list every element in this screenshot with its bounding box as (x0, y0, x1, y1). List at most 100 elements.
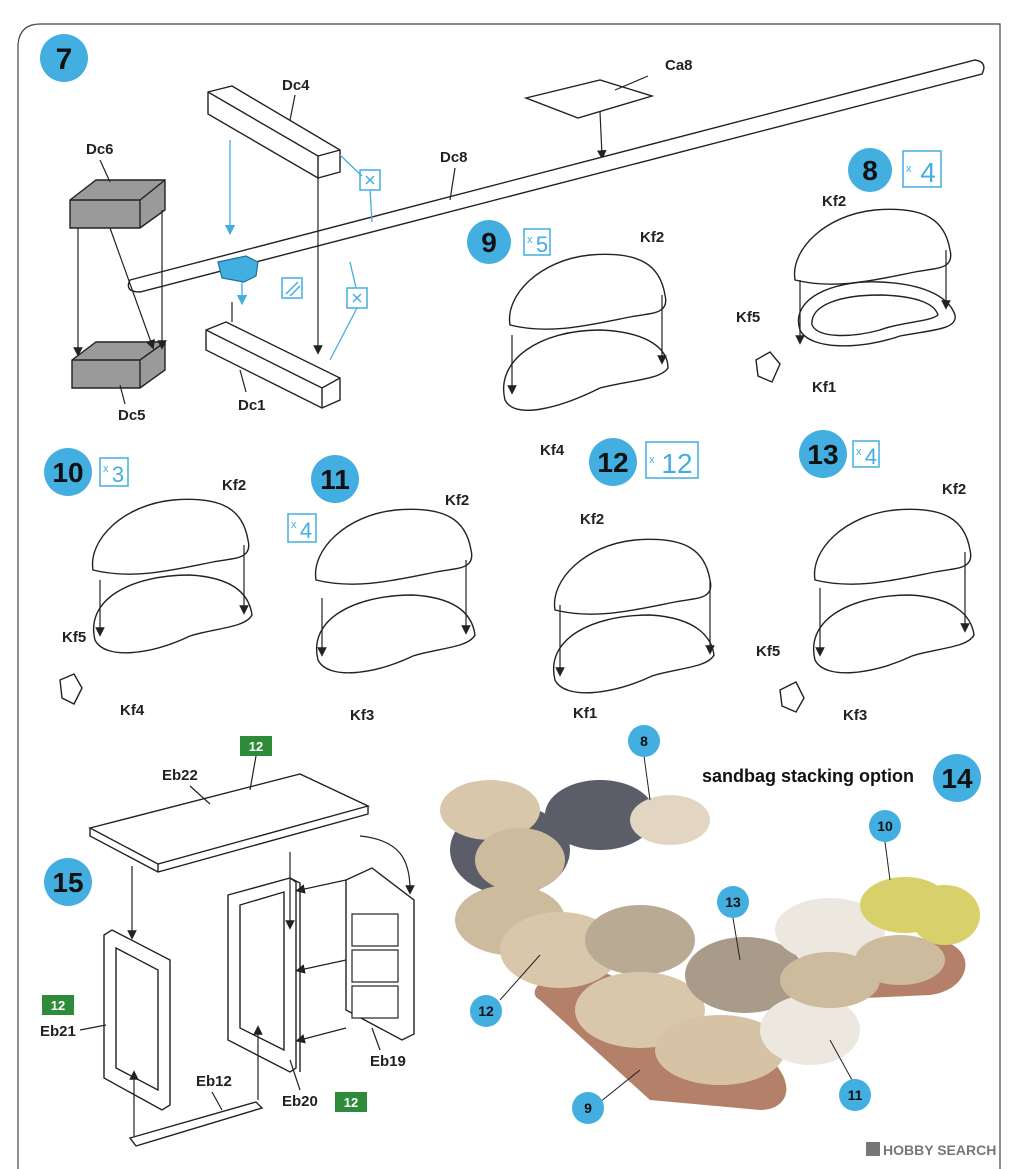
step-8-number: 8 (862, 155, 878, 186)
label-eb22: Eb22 (162, 767, 198, 784)
step-11-number: 11 (320, 464, 350, 495)
sandbag-kf1 (552, 614, 715, 694)
sandbag-kf3 (315, 594, 476, 674)
sandbag-kf1 (797, 281, 956, 347)
qty-value: 4 (865, 444, 877, 469)
callout-11: 11 (848, 1087, 863, 1103)
paint-badge (335, 1092, 367, 1112)
step-9-number: 9 (481, 227, 497, 258)
sheet-border (17, 23, 1001, 1169)
qty-x: x (906, 163, 912, 175)
step-7: 7 Ca8 Dc8 Dc4 Dc6 Dc5 Dc1 (40, 34, 985, 424)
label-dc4: Dc4 (282, 77, 310, 94)
callout-10: 10 (877, 818, 893, 834)
step-14: sandbag stacking option 14 (440, 725, 981, 1124)
qty-x: x (291, 519, 297, 531)
label-kf3: Kf3 (843, 707, 867, 724)
part-blue-bracket (217, 255, 259, 283)
sandbag-kf2 (553, 538, 712, 615)
label-kf2: Kf2 (822, 193, 846, 210)
step-14-title: sandbag stacking option (702, 766, 914, 786)
qty-x: x (527, 234, 533, 246)
qty-value: 12 (661, 448, 692, 479)
label-kf2: Kf2 (445, 492, 469, 509)
label-eb20: Eb20 (282, 1093, 318, 1110)
label-dc6: Dc6 (86, 141, 114, 158)
label-kf4: Kf4 (120, 702, 145, 719)
label-kf5: Kf5 (736, 309, 760, 326)
label-kf2: Kf2 (580, 511, 604, 528)
step-10: 10 x 3 Kf2 Kf5 Kf4 (44, 448, 253, 719)
callout-12: 12 (478, 1003, 494, 1019)
qty-x: x (649, 454, 655, 466)
step-11: 11 x 4 Kf2 Kf3 (287, 455, 476, 724)
label-kf1: Kf1 (573, 705, 597, 722)
label-kf4: Kf4 (540, 442, 565, 459)
label-dc8: Dc8 (440, 149, 468, 166)
label-dc5: Dc5 (118, 407, 146, 424)
sandbag-kf2 (314, 508, 473, 585)
callout-13: 13 (725, 894, 741, 910)
label-kf2: Kf2 (640, 229, 664, 246)
label-ca8: Ca8 (665, 57, 693, 74)
callout-8: 8 (640, 733, 648, 749)
sandbag-stack-photo (440, 780, 980, 1110)
part-eb20-cabinet (227, 877, 297, 1073)
watermark: HOBBY SEARCH (866, 1142, 996, 1158)
step-12-number: 12 (597, 447, 628, 478)
qty-x: x (856, 446, 862, 458)
callout-9: 9 (584, 1100, 592, 1116)
part-dc6 (69, 179, 166, 229)
part-ca8-plate (523, 79, 655, 119)
paint-badge-number: 12 (51, 998, 65, 1013)
label-eb12: Eb12 (196, 1073, 232, 1090)
step-13: 13 x 4 Kf2 Kf5 Kf3 (756, 430, 975, 724)
step-15-number: 15 (52, 867, 83, 898)
step-12: 12 x 12 Kf2 Kf1 (552, 438, 715, 722)
paint-badge (42, 995, 74, 1015)
paint-badge-number: 12 (249, 739, 263, 754)
label-kf3: Kf3 (350, 707, 374, 724)
label-kf2: Kf2 (942, 481, 966, 498)
qty-value: 3 (112, 462, 124, 487)
sandbag-kf3 (812, 594, 975, 674)
hobby-search-logo-icon (866, 1142, 880, 1156)
label-kf5: Kf5 (756, 643, 780, 660)
sandbag-kf2 (813, 508, 972, 585)
step-14-number: 14 (941, 763, 973, 794)
step-7-number: 7 (56, 43, 73, 76)
part-eb21-frame (103, 929, 171, 1111)
paint-icon (281, 277, 303, 299)
step-15: 15 12 12 12 Eb22 Eb21 Eb20 Eb19 (40, 736, 415, 1147)
watermark-text: HOBBY SEARCH (883, 1142, 996, 1158)
sandbag-kf4 (92, 574, 253, 654)
qty-value: 5 (536, 232, 548, 257)
step-8: 8 x 4 Kf2 Kf5 Kf1 (736, 148, 956, 396)
sandbag-kf2 (793, 208, 952, 285)
qty-value: 4 (300, 518, 312, 543)
step-7-badge (40, 34, 88, 82)
label-dc1: Dc1 (238, 397, 266, 414)
qty-value: 4 (920, 157, 936, 188)
label-eb21: Eb21 (40, 1023, 76, 1040)
step-10-number: 10 (52, 457, 83, 488)
sandbag-kf2 (91, 498, 250, 575)
step-9: 9 x 5 Kf2 Kf4 (467, 220, 669, 459)
label-kf2: Kf2 (222, 477, 246, 494)
part-dc4 (207, 85, 341, 179)
label-kf5: Kf5 (62, 629, 86, 646)
part-dc8-barrel (127, 59, 985, 293)
qty-box (902, 150, 942, 188)
label-kf1: Kf1 (812, 379, 836, 396)
sandbag-kf4 (502, 329, 669, 411)
step-13-number: 13 (807, 439, 838, 470)
part-dc1 (205, 321, 341, 409)
paint-badge-number: 12 (344, 1095, 358, 1110)
part-eb12-bar (128, 1101, 264, 1147)
part-kf5-tie (755, 351, 781, 383)
label-eb19: Eb19 (370, 1053, 406, 1070)
qty-x: x (103, 463, 109, 475)
sandbag-kf2 (508, 253, 667, 330)
part-eb22-top (88, 773, 371, 865)
